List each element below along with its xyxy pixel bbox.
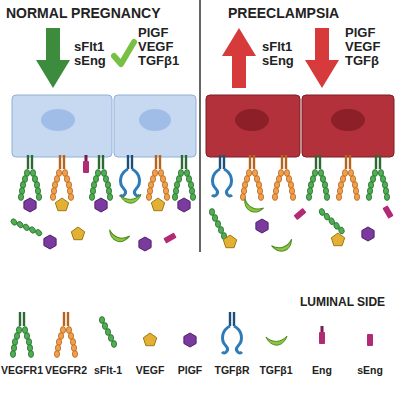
factor-list: sFlt1 sEng xyxy=(262,40,294,68)
legend-label: VEGFR2 xyxy=(45,364,87,376)
tgfb1-ligand xyxy=(271,239,294,253)
legend-tgfbr-icon xyxy=(222,312,242,353)
vegf-ligand xyxy=(223,235,236,248)
legend-label: Eng xyxy=(312,364,332,376)
legend-seng-icon xyxy=(367,334,373,346)
legend-label: sFlt-1 xyxy=(94,364,122,376)
legend-label: VEGFR1 xyxy=(1,364,43,376)
factor-list: PlGF VEGF TGFβ1 xyxy=(138,26,179,68)
seng-protein xyxy=(382,205,393,218)
tgfb1-ligand xyxy=(107,229,130,245)
vegf-ligand xyxy=(55,198,68,211)
panel-heading: NORMAL PREGNANCY xyxy=(6,6,161,21)
legend-plgf-icon xyxy=(184,333,196,347)
vegf-ligand xyxy=(151,198,164,211)
endothelial-cell xyxy=(114,95,196,157)
vegfr2-receptor xyxy=(50,155,73,200)
vegfr1-receptor xyxy=(18,155,41,200)
plgf-ligand xyxy=(139,237,151,251)
sflt1-protein xyxy=(318,204,345,239)
panel-divider xyxy=(199,0,201,252)
tgfb1-ligand xyxy=(241,198,264,216)
plgf-ligand xyxy=(178,198,190,212)
nucleus xyxy=(41,109,75,131)
legend-label: sEng xyxy=(357,364,383,376)
legend-eng-icon xyxy=(319,326,325,344)
factor-list: PlGF VEGF TGFβ xyxy=(345,26,380,68)
check-mark xyxy=(114,42,134,64)
nucleus xyxy=(331,109,365,131)
up-arrow xyxy=(222,28,256,88)
plgf-ligand xyxy=(24,198,36,212)
tgfb1-ligand xyxy=(120,194,141,203)
plgf-ligand xyxy=(362,227,374,241)
down-arrow xyxy=(305,28,339,88)
seng-protein xyxy=(163,232,176,243)
nucleus xyxy=(139,109,171,131)
plgf-ligand xyxy=(44,235,56,249)
endothelial-cell xyxy=(206,95,300,157)
vegfr2-receptor xyxy=(146,155,169,200)
legend-vegfr2-icon xyxy=(54,312,77,357)
legend-vegf-icon xyxy=(143,333,156,346)
sflt1-protein xyxy=(10,210,43,245)
vegfr1-receptor xyxy=(366,155,389,200)
plgf-ligand xyxy=(256,219,268,233)
vegfr2-receptor xyxy=(272,155,295,200)
vegf-ligand xyxy=(71,227,84,240)
sflt1-protein xyxy=(209,209,226,240)
legend-label: VEGF xyxy=(136,364,165,376)
legend-label: TGFβR xyxy=(215,364,250,376)
vegfr1-receptor xyxy=(89,155,112,200)
side-label: LUMINAL SIDE xyxy=(300,296,385,309)
vegfr1-receptor xyxy=(306,155,329,200)
legend-vegfr1-icon xyxy=(10,312,33,357)
tgfbr-receptor xyxy=(120,155,140,196)
plgf-ligand xyxy=(95,198,107,212)
panel-heading: PREECLAMPSIA xyxy=(228,6,339,21)
legend-sflt1-icon xyxy=(99,317,116,348)
legend-label: PlGF xyxy=(178,364,203,376)
vegf-ligand xyxy=(331,233,344,246)
seng-protein xyxy=(293,208,306,220)
tgfbr-receptor xyxy=(212,155,232,196)
vegfr2-receptor xyxy=(336,155,359,200)
vegfr2-receptor xyxy=(240,155,263,200)
endothelial-cell xyxy=(302,95,394,157)
endothelial-cell xyxy=(12,95,112,157)
vegfr1-receptor xyxy=(172,155,195,200)
down-arrow xyxy=(36,28,70,88)
legend-tgfb1-icon xyxy=(266,336,287,345)
legend-label: TGFβ1 xyxy=(259,364,292,376)
eng-protein xyxy=(83,155,89,173)
factor-list: sFlt1 sEng xyxy=(74,40,106,68)
nucleus xyxy=(235,109,269,131)
